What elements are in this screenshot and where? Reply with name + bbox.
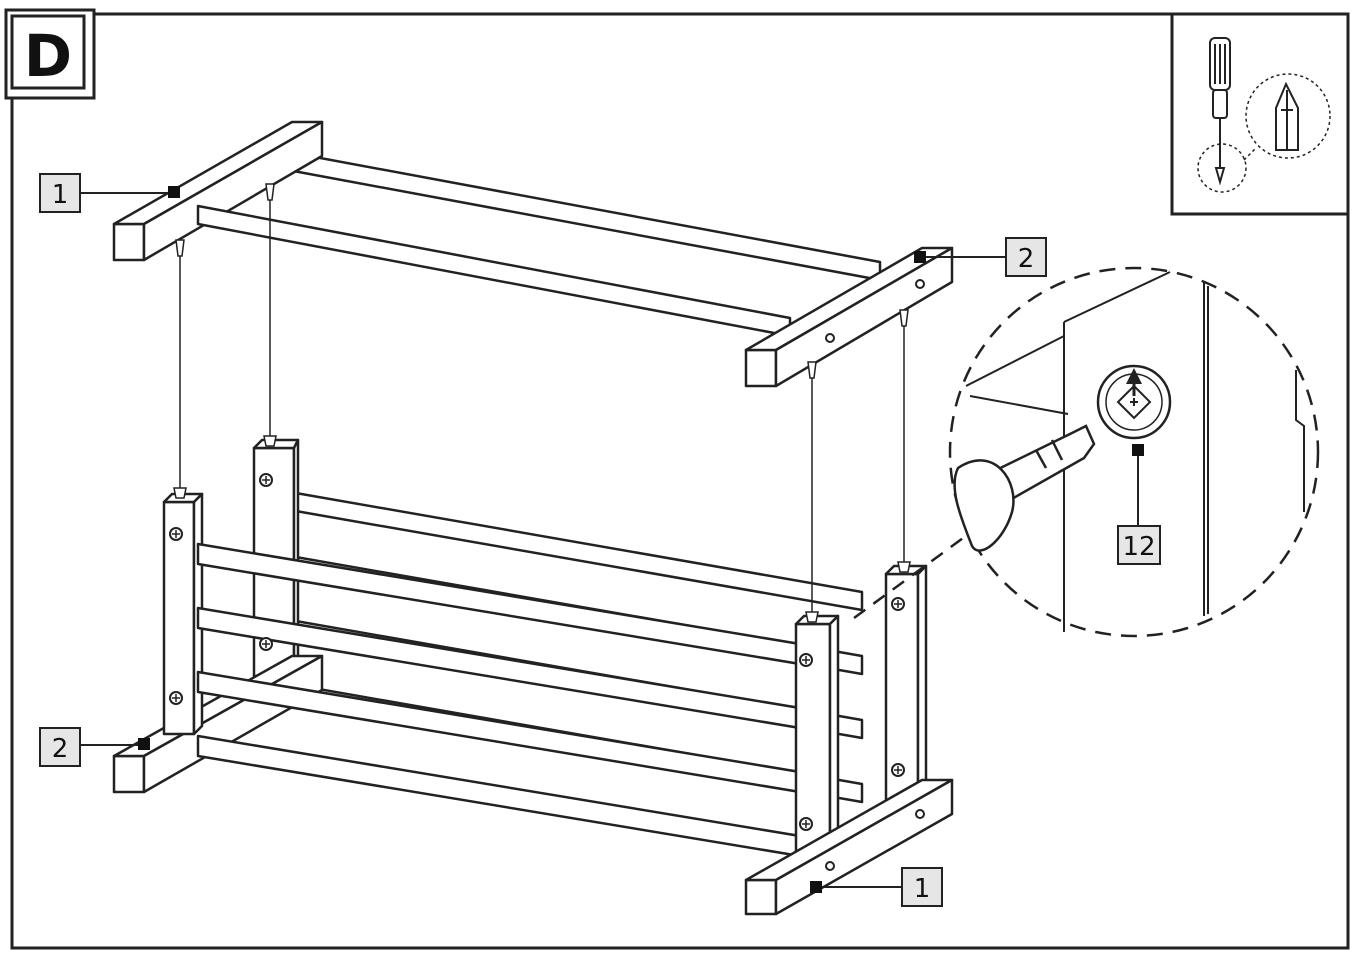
board-bottom-right — [744, 778, 954, 916]
callout-top-left: 1 — [39, 173, 180, 213]
callout-bottom-right: 1 — [810, 867, 943, 907]
step-badge: D — [4, 8, 96, 100]
upper-frame — [112, 120, 954, 388]
phillips-bit-icon — [1245, 73, 1331, 159]
screwdriver-icon — [1197, 37, 1257, 193]
screw-head-icon — [1096, 364, 1172, 440]
callout-top-right: 2 — [914, 237, 1047, 277]
board-top-left — [112, 120, 324, 262]
upper-rod-back — [286, 150, 882, 282]
screw-crosses — [172, 476, 902, 828]
lower-frame — [112, 438, 954, 916]
callout-label: 1 — [52, 180, 69, 210]
callout-label: 12 — [1122, 532, 1155, 562]
upper-rod-front — [196, 204, 792, 338]
phillips-bit-icon — [953, 424, 1096, 552]
callout-detail: 12 — [1117, 444, 1161, 565]
callout-label: 2 — [52, 734, 69, 764]
tool-inset — [1170, 12, 1350, 216]
rotation-arrow-icon — [1126, 368, 1142, 396]
diagram-frame — [10, 12, 1350, 950]
board-top-right — [744, 246, 954, 388]
callout-bottom-left: 2 — [39, 727, 150, 767]
step-letter: D — [24, 22, 72, 90]
upper-screw-holes — [825, 279, 925, 343]
alignment-lines — [179, 192, 905, 616]
dowel-markers — [173, 183, 911, 623]
callout-label: 2 — [1018, 244, 1035, 274]
callout-label: 1 — [914, 874, 931, 904]
